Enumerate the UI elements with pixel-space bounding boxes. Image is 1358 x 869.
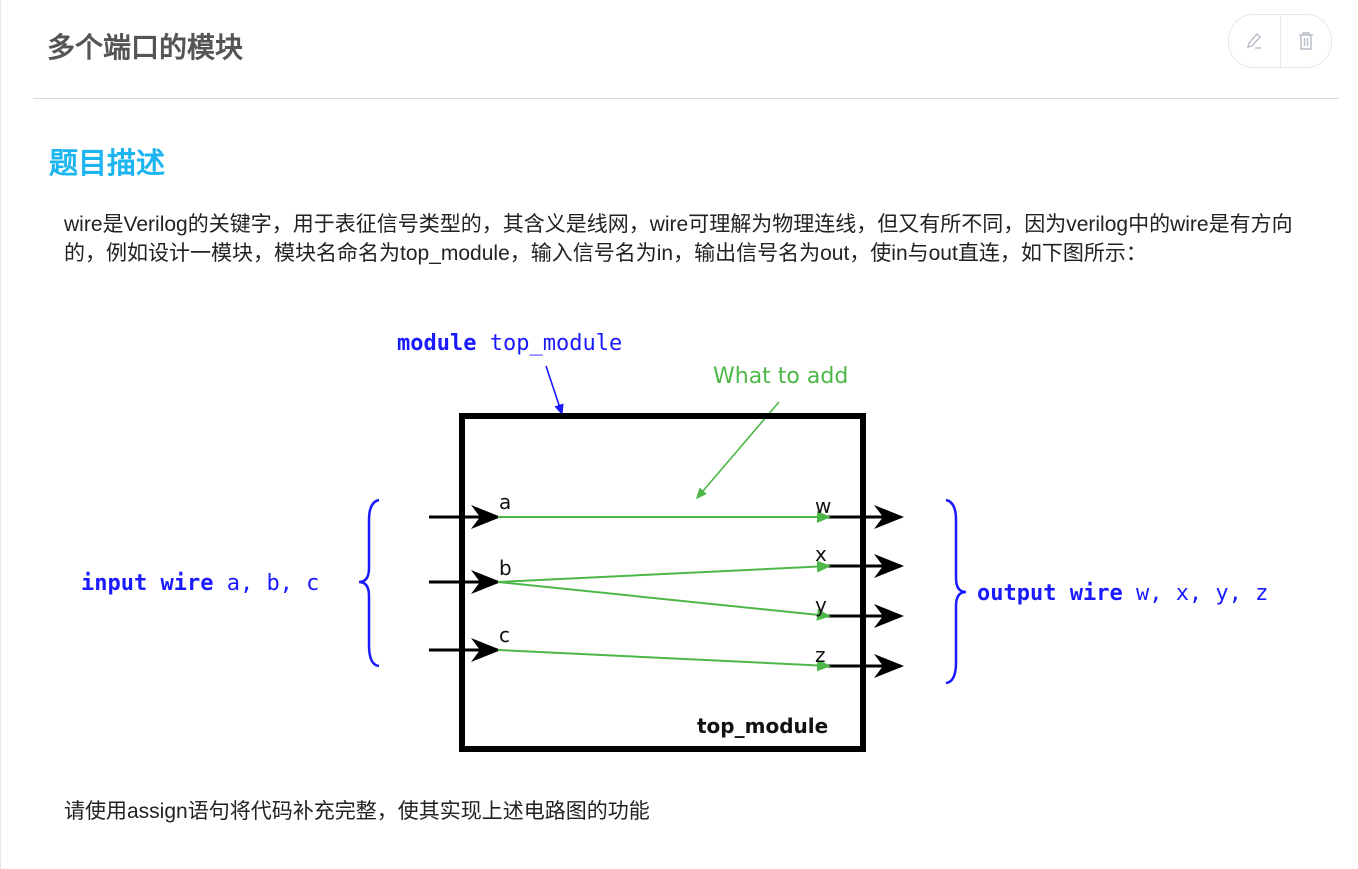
port-a: a <box>499 490 511 514</box>
port-c: c <box>499 623 510 647</box>
svg-text:module top_module: module top_module <box>397 331 622 356</box>
module-keyword: module <box>397 331 476 356</box>
port-x: x <box>815 542 827 566</box>
output-keywords: output wire <box>977 581 1123 606</box>
description-text: wire是Verilog的关键字，用于表征信号类型的，其含义是线网，wire可理… <box>64 213 1293 265</box>
pencil-icon <box>1247 32 1262 49</box>
port-y: y <box>815 593 827 617</box>
divider <box>33 98 1339 99</box>
output-names: w, x, y, z <box>1136 581 1268 606</box>
wire-b-x <box>497 560 831 583</box>
svg-text:input wire a, b, c: input wire a, b, c <box>81 571 319 596</box>
section-heading: 题目描述 <box>49 148 166 180</box>
wire-c-z <box>497 649 831 672</box>
output-brace <box>945 498 967 685</box>
port-w: w <box>815 494 831 518</box>
module-name: top_module <box>490 331 622 356</box>
input-brace <box>358 498 380 668</box>
box-label: top_module <box>697 714 828 738</box>
delete-button[interactable] <box>1279 15 1332 67</box>
input-names: a, b, c <box>227 571 320 596</box>
input-keywords: input wire <box>81 571 213 596</box>
module-box <box>459 413 866 752</box>
edit-button[interactable] <box>1229 15 1280 67</box>
circuit-diagram: module top_module What to add top_module… <box>81 331 1268 752</box>
wire-b-y <box>497 581 831 621</box>
port-z: z <box>815 643 826 667</box>
page-title: 多个端口的模块 <box>47 32 244 63</box>
action-group <box>1228 14 1332 68</box>
svg-text:output wire w, x, y, z: output wire w, x, y, z <box>977 581 1268 606</box>
instruction-text: 请使用assign语句将代码补充完整，使其实现上述电路图的功能 <box>64 800 650 823</box>
module-pointer-arrow <box>545 365 564 416</box>
annotation-label: What to add <box>713 364 848 389</box>
trash-icon <box>1298 32 1313 50</box>
port-b: b <box>499 556 512 580</box>
